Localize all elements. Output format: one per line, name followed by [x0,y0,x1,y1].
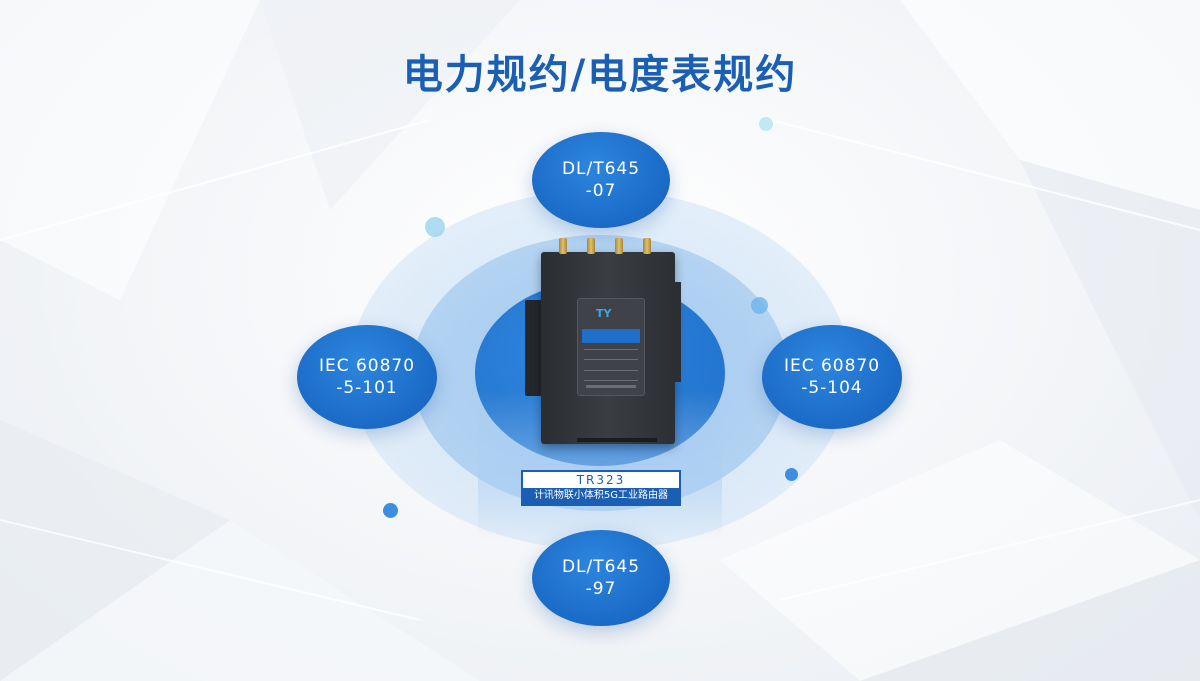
product-model: TR323 [523,472,679,488]
decor-dot [759,117,773,131]
antenna-connector [615,238,623,254]
protocol-node-iec-60870-5-104: IEC 60870 -5-104 [762,325,902,429]
protocol-label-line2: -97 [585,579,617,599]
product-caption: TR323 计讯物联小体积5G工业路由器 [521,470,681,506]
product-name: 计讯物联小体积5G工业路由器 [523,488,679,504]
protocol-label-line1: DL/T645 [561,159,641,179]
label-footer [586,385,636,388]
protocol-label-line1: IEC 60870 [318,356,416,376]
device-label-panel: TY [577,298,645,396]
brand-logo: TY [596,307,612,320]
page-title: 电力规约/电度表规约 [402,52,798,98]
protocol-label-line1: IEC 60870 [783,356,881,376]
decor-dot [751,297,768,314]
antenna-connector [559,238,567,254]
model-strip [582,329,640,343]
router-device-image: TY [525,238,681,444]
protocol-label-line2: -5-104 [801,378,863,398]
protocol-label-line1: DL/T645 [561,557,641,577]
device-ports [577,438,657,442]
protocol-node-iec-60870-5-101: IEC 60870 -5-101 [297,325,437,429]
spec-table [584,349,638,381]
decor-dot [383,503,398,518]
decor-dot [425,217,445,237]
protocol-node-dlt645-07: DL/T645 -07 [532,132,670,228]
router-body: TY [541,238,675,444]
decor-dot [785,468,798,481]
router-side [673,282,681,382]
protocol-node-dlt645-97: DL/T645 -97 [532,530,670,626]
protocol-label-line2: -5-101 [336,378,398,398]
antenna-connector [587,238,595,254]
protocol-label-line2: -07 [585,181,617,201]
din-rail-clip [525,300,543,396]
antenna-connector [643,238,651,254]
